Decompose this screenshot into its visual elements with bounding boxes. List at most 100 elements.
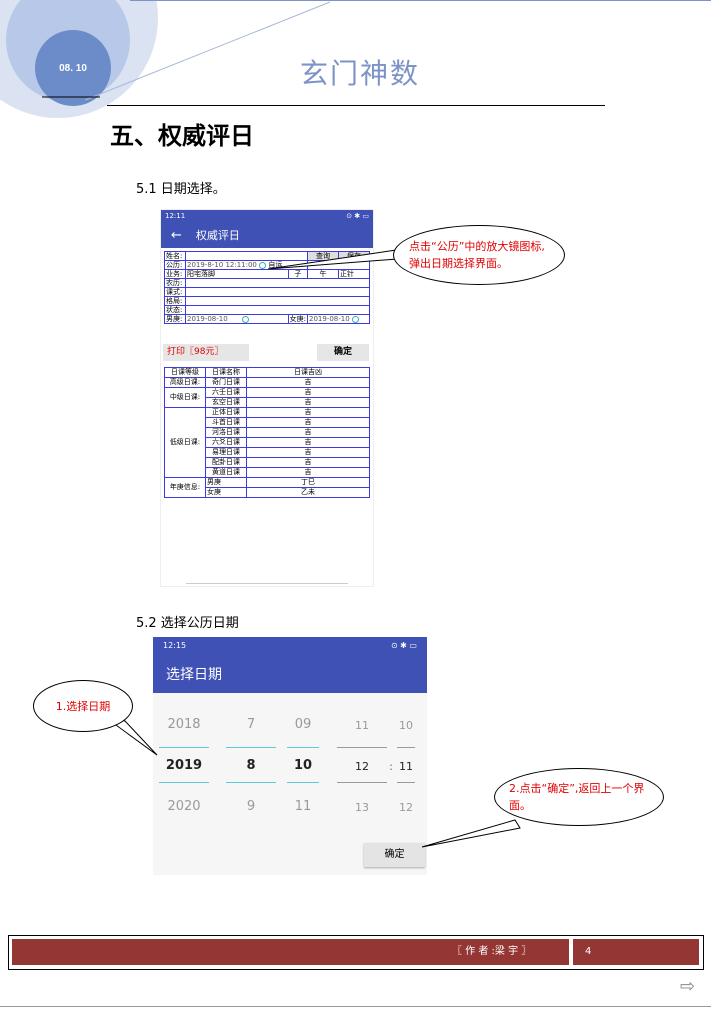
- picker-day-next[interactable]: 11: [294, 799, 312, 814]
- picker-day-prev[interactable]: 09: [294, 717, 312, 732]
- print-button[interactable]: 打印〖98元〗: [163, 344, 249, 361]
- picker-month-divider: [226, 782, 276, 783]
- table-cell-name: 黄道日课: [205, 467, 247, 478]
- picker-hour-next[interactable]: 13: [355, 801, 369, 814]
- nongli-label: 农历:: [164, 278, 186, 288]
- picker-day-selected[interactable]: 10: [293, 758, 313, 773]
- table-cell-name: 六爻日课: [205, 437, 247, 448]
- magnifier-icon[interactable]: [241, 315, 249, 323]
- nvgeng-input[interactable]: 2019-08-10: [309, 315, 350, 323]
- table-cell-result: 丁巳: [246, 477, 370, 488]
- geju-label: 格局:: [164, 296, 186, 306]
- picker-minute-selected[interactable]: 11: [399, 760, 413, 773]
- table-cell-result: 乙未: [246, 487, 370, 498]
- bottom-divider: [0, 1006, 711, 1007]
- nangeng-input[interactable]: 2019-08-10: [187, 315, 228, 323]
- table-cell-result: 吉: [246, 457, 370, 468]
- header-decoration: [0, 0, 711, 118]
- picker-year-selected[interactable]: 2019: [165, 758, 203, 773]
- picker-minute-prev[interactable]: 10: [399, 719, 413, 732]
- query-form: 姓名: 查询 保存 公历: 2019-8-10 12:11:00 自运 业务: …: [164, 251, 370, 324]
- col-header-name: 日课名称: [205, 367, 247, 378]
- picker-year-prev[interactable]: 2018: [167, 717, 201, 732]
- table-cell-result: 吉: [246, 397, 370, 408]
- subsection-2-title: 5.2 选择公历日期: [136, 616, 239, 631]
- header-divider: [107, 105, 605, 106]
- table-cell-name: 河洛日课: [205, 427, 247, 438]
- magnifier-icon[interactable]: [351, 315, 359, 323]
- table-cell-name: 奇门日课: [205, 377, 247, 388]
- footer-author-bar: 〖 作 者 :梁 宇 〗: [12, 939, 569, 965]
- gongli-input[interactable]: 2019-8-10 12:11:00: [187, 261, 257, 269]
- callout-confirm-text: 2.点击“确定”,返回上一个界面。: [509, 782, 645, 812]
- picker-hour-prev[interactable]: 11: [355, 719, 369, 732]
- status-time: 12:11: [165, 212, 186, 220]
- table-cell-result: 吉: [246, 447, 370, 458]
- gongli-label: 公历:: [164, 260, 186, 270]
- picker-hour-divider: [337, 782, 387, 783]
- picker-minute-next[interactable]: 12: [399, 801, 413, 814]
- table-cell-result: 吉: [246, 417, 370, 428]
- next-page-arrow-icon[interactable]: ⇨: [680, 976, 696, 997]
- nav-indicator: [186, 583, 348, 584]
- table-row: 女庚 乙未: [165, 487, 370, 498]
- status-bar: 12:15 ⊙ ✱ ▭: [153, 637, 427, 655]
- picker-year-next[interactable]: 2020: [167, 799, 201, 814]
- picker-month-next[interactable]: 9: [246, 799, 256, 814]
- rike-table: 日课等级 日课名称 日课吉凶 高级日课: 奇门日课 吉 中级日课: 六壬日课 吉…: [164, 367, 370, 498]
- nvgeng-label: 女庚:: [287, 314, 309, 324]
- footer-page-bar: 4: [573, 939, 699, 965]
- table-cell-level: 中级日课:: [164, 387, 206, 408]
- section-title: 五、权威评日: [110, 121, 254, 150]
- callout-select-date-text: 1.选择日期: [55, 699, 111, 713]
- footer-frame: [8, 935, 704, 970]
- time-colon: :: [389, 760, 393, 773]
- name-label: 姓名:: [164, 251, 186, 261]
- status-time: 12:15: [163, 641, 187, 650]
- picker-minute-divider: [397, 747, 415, 748]
- table-cell-result: 吉: [246, 427, 370, 438]
- col-header-level: 日课等级: [164, 367, 206, 378]
- table-cell-level: 高级日课:: [164, 377, 206, 388]
- table-row: 低级日课: 正体日课 吉: [164, 407, 370, 478]
- table-row: 年庚信息: 男庚 丁巳: [164, 477, 370, 498]
- table-cell-result: 吉: [246, 467, 370, 478]
- table-cell-name: 玄空日课: [205, 397, 247, 408]
- table-cell-name: 斗首日课: [205, 417, 247, 428]
- table-cell-result: 吉: [246, 407, 370, 418]
- table-row: 高级日课: 奇门日课 吉: [164, 377, 370, 388]
- table-cell-name: 易理日课: [205, 447, 247, 458]
- picker-minute-divider: [397, 782, 415, 783]
- picker-month-selected[interactable]: 8: [246, 758, 256, 773]
- yewu-label: 业务:: [164, 269, 186, 279]
- table-cell-name: 配卦日课: [205, 457, 247, 468]
- header-date: 08. 10: [59, 63, 87, 74]
- col-header-result: 日课吉凶: [246, 367, 370, 378]
- keshi-label: 课式:: [164, 287, 186, 297]
- app-bar: ← 权威评日: [161, 222, 373, 248]
- callout-3-pointer: [421, 819, 521, 848]
- table-cell-name: 女庚: [205, 487, 247, 498]
- table-cell-level: 年庚信息:: [164, 477, 206, 498]
- table-cell-name: 正体日课: [205, 407, 247, 418]
- picker-day-divider: [287, 782, 319, 783]
- picker-hour-selected[interactable]: 12: [355, 760, 369, 773]
- callout-magnifier-hint: 点击“公历”中的放大镜图标,弹出日期选择界面。: [393, 225, 565, 285]
- phone-screenshot-2: 12:15 ⊙ ✱ ▭ 选择日期 2018 2019 2020 7 8 9 09…: [153, 637, 427, 875]
- confirm-button[interactable]: 确定: [317, 344, 369, 361]
- status-icons: ⊙ ✱ ▭: [390, 641, 417, 650]
- status-icons: ⊙ ✱ ▭: [346, 212, 369, 220]
- picker-confirm-button[interactable]: 确定: [364, 843, 425, 867]
- back-arrow-icon[interactable]: ←: [171, 227, 182, 243]
- picker-year-divider: [159, 747, 209, 748]
- table-cell-result: 吉: [246, 437, 370, 448]
- header-title: 玄门神数: [299, 57, 420, 90]
- nangeng-label: 男庚:: [164, 314, 186, 324]
- table-cell-name: 六壬日课: [205, 387, 247, 398]
- picker-month-prev[interactable]: 7: [246, 717, 256, 732]
- table-header-row: 日课等级 日课名称 日课吉凶: [164, 367, 370, 378]
- picker-year-divider: [159, 782, 209, 783]
- table-cell-level: 低级日课:: [164, 407, 206, 478]
- magnifier-icon[interactable]: [259, 261, 267, 269]
- subsection-1-title: 5.1 日期选择。: [136, 182, 226, 197]
